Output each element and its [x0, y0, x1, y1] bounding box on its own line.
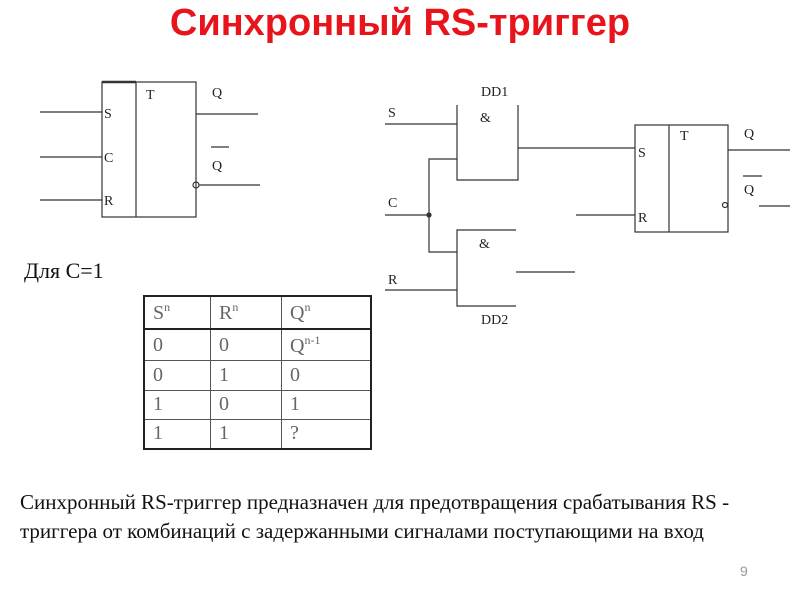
cell: 0: [143, 360, 211, 391]
slide-title: Синхронный RS-триггер: [169, 2, 631, 44]
rs-flipflop-symbol: S C R T Q Q: [40, 80, 260, 218]
ff-input-r-label: R: [638, 211, 648, 226]
description-text: Синхронный RS-триггер предназначен для п…: [20, 490, 730, 543]
table-row: 0 1 0: [143, 360, 372, 391]
cell: 1: [281, 389, 372, 420]
input-c-label: C: [388, 196, 397, 211]
cell: 1: [143, 389, 211, 420]
sync-rs-circuit: DD1 & & DD2 S C R S R T Q Q: [385, 85, 790, 328]
input-c-label: C: [104, 151, 113, 166]
gate-dd1-symbol: &: [480, 111, 491, 126]
page-number: 9: [740, 563, 748, 579]
cell: 1: [210, 360, 282, 391]
ff-input-s-label: S: [638, 146, 646, 161]
input-r-label: R: [388, 273, 398, 288]
input-s-label: S: [104, 107, 112, 122]
header-sup: n: [304, 299, 311, 314]
table-header-row: Sn Rn Qn: [143, 295, 372, 330]
output-qbar-label: Q: [212, 159, 222, 174]
input-s-label: S: [388, 106, 396, 121]
cell-base: Q: [290, 334, 305, 357]
gate-dd2-symbol: &: [479, 237, 490, 252]
header-cell: R: [219, 301, 233, 324]
output-qbar-label: Q: [744, 183, 754, 198]
header-sup: n: [164, 299, 171, 314]
table-row: 1 0 1: [143, 389, 372, 420]
cell: 0: [210, 389, 282, 420]
header-cell: Q: [290, 301, 305, 324]
table-row: 1 1 ?: [143, 418, 372, 450]
header-cell: S: [153, 301, 165, 324]
cell: ?: [281, 418, 372, 450]
output-q-label: Q: [212, 86, 222, 101]
cell: Qn-1: [281, 328, 372, 362]
table-row: 0 0 Qn-1: [143, 328, 372, 362]
cell: 1: [210, 418, 282, 450]
cell: 0: [143, 328, 211, 362]
gate-dd1-label: DD1: [481, 85, 508, 100]
cell: 0: [210, 328, 282, 362]
cell: 0: [281, 360, 372, 391]
block-label: T: [680, 129, 689, 144]
output-q-label: Q: [744, 127, 754, 142]
block-label: T: [146, 88, 155, 103]
truth-table: Sn Rn Qn 0 0 Qn-1 0 1 0 1 0 1 1 1 ?: [143, 295, 372, 450]
gate-dd2-label: DD2: [481, 313, 508, 328]
input-r-label: R: [104, 194, 114, 209]
cell: 1: [143, 418, 211, 450]
cell-sup: n-1: [304, 332, 321, 347]
header-sup: n: [232, 299, 239, 314]
condition-label: Для С=1: [24, 258, 104, 283]
